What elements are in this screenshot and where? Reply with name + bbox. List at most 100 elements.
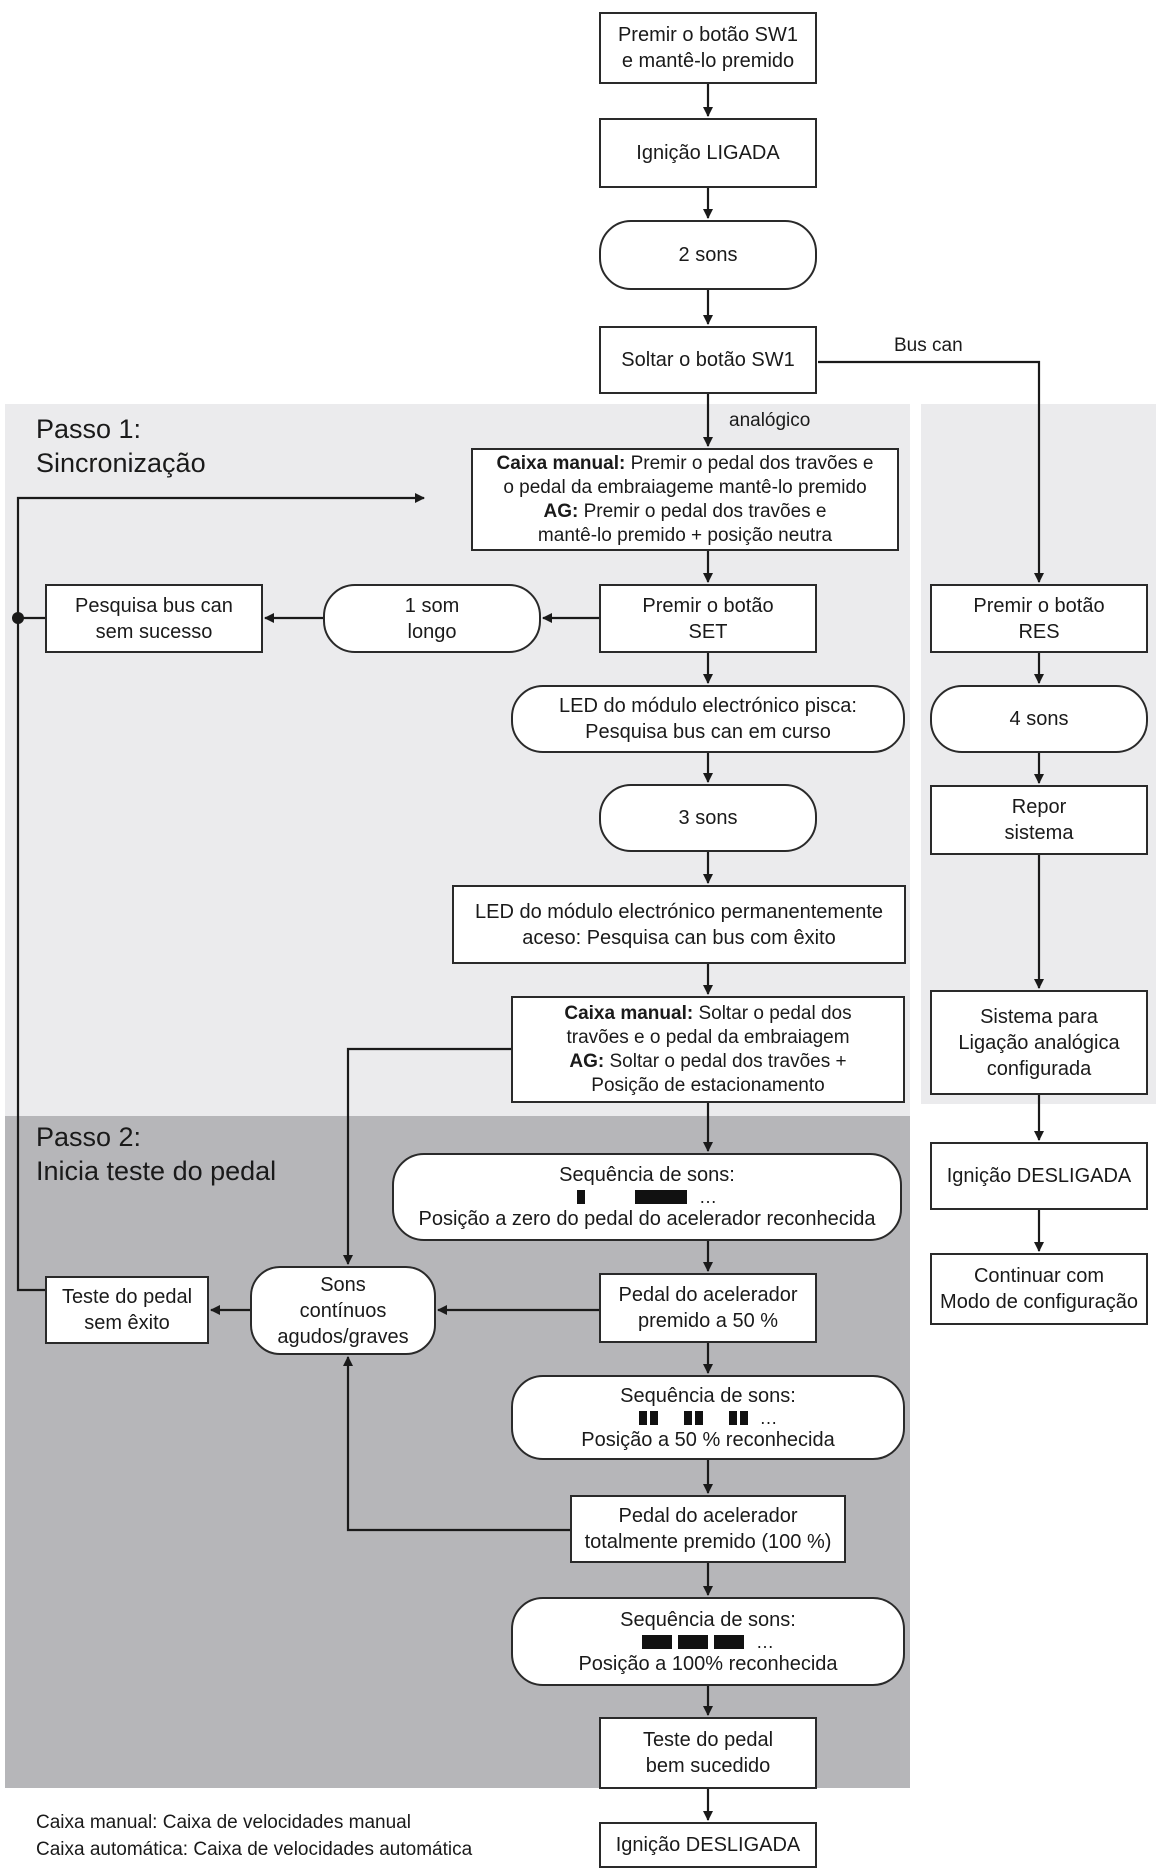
pattern-bar: [739, 1410, 748, 1425]
pedal-100-line2: totalmente premido (100 %): [584, 1531, 832, 1553]
pattern-bar: [728, 1410, 737, 1425]
pattern-bar: [683, 1410, 692, 1425]
release-pedals-rest1: Soltar o pedal dos: [693, 1002, 852, 1024]
press-res-box: Premir o botão RES: [930, 584, 1148, 653]
test-ok-line2: bem sucedido: [645, 1755, 771, 1777]
reset-system-box: Repor sistema: [930, 785, 1148, 855]
junction-dot: [12, 612, 24, 624]
arrow-bus-can: [818, 360, 1044, 583]
release-sw1-label: Soltar o botão SW1: [621, 349, 795, 371]
step2-label: Passo 2: Inicia teste do pedal: [36, 1120, 276, 1188]
one-long-sound-box: 1 som longo: [323, 584, 541, 653]
pattern-bar: [649, 1410, 658, 1425]
sound-pattern-zero: …: [577, 1188, 717, 1206]
press-pedals-bold3: AG:: [543, 500, 579, 522]
continuous-sounds-box: Sons contínuos agudos/graves: [250, 1266, 436, 1355]
continue-config-line1: Continuar com: [973, 1265, 1105, 1287]
continuous-line1: Sons: [320, 1273, 366, 1296]
continue-config-line2: Modo de configuração: [940, 1291, 1138, 1313]
press-set-box: Premir o botão SET: [599, 584, 817, 653]
press-sw1-line2: e mantê-lo premido: [621, 50, 795, 72]
four-sounds-box: 4 sons: [930, 685, 1148, 753]
release-pedals-line2: travões e o pedal da embraiagem: [566, 1026, 850, 1048]
search-fail-box: Pesquisa bus can sem sucesso: [45, 584, 263, 653]
seq-50-line3: Posição a 50 % reconhecida: [581, 1428, 835, 1451]
pattern-bar: [678, 1634, 708, 1649]
three-sounds-box: 3 sons: [599, 784, 817, 852]
seq-zero-line1: Sequência de sons:: [559, 1164, 735, 1186]
analog-config-box: Sistema para Ligação analógica configura…: [930, 990, 1148, 1095]
seq-50-box: Sequência de sons: … Posição a 50 % reco…: [511, 1375, 905, 1460]
release-pedals-line3: AG: Soltar o pedal dos travões +: [569, 1050, 846, 1074]
pedal-fail-line1: Teste do pedal: [61, 1286, 193, 1308]
reset-system-line1: Repor: [1011, 796, 1067, 818]
two-sounds-label: 2 sons: [678, 244, 738, 266]
pedal-fail-line2: sem êxito: [84, 1312, 170, 1334]
one-long-line1: 1 som: [404, 594, 460, 617]
press-pedals-line3: AG: Premir o pedal dos travões e: [543, 500, 826, 524]
continue-config-box: Continuar com Modo de configuração: [930, 1253, 1148, 1325]
press-pedals-line4: mantê-lo premido + posição neutra: [537, 524, 833, 546]
arrow-release-to-sounds: [343, 1047, 511, 1265]
release-sw1-box: Soltar o botão SW1: [599, 326, 817, 394]
search-fail-line2: sem sucesso: [95, 620, 213, 643]
step2-title-line1: Passo 2:: [36, 1122, 142, 1152]
pattern-ellipsis: …: [699, 1187, 717, 1207]
press-set-line2: SET: [688, 620, 728, 643]
ignition-on-label: Ignição LIGADA: [636, 142, 780, 164]
seq-100-box: Sequência de sons: … Posição a 100% reco…: [511, 1597, 905, 1686]
led-blink-box: LED do módulo electrónico pisca: Pesquis…: [511, 685, 905, 753]
pattern-ellipsis: …: [759, 1407, 778, 1428]
press-set-line1: Premir o botão: [642, 594, 774, 617]
led-on-line2: aceso: Pesquisa can bus com êxito: [522, 926, 836, 949]
pattern-bar: [638, 1410, 647, 1425]
ignition-off-bottom-label: Ignição DESLIGADA: [615, 1834, 801, 1856]
pattern-bar: [642, 1634, 672, 1649]
sound-pattern-100: …: [642, 1633, 774, 1651]
pattern-bar: [714, 1634, 744, 1649]
seq-50-line1: Sequência de sons:: [620, 1384, 796, 1407]
release-pedals-line1: Caixa manual: Soltar o pedal dos: [564, 1002, 851, 1026]
continuous-line2: contínuos: [299, 1299, 387, 1322]
continuous-line3: agudos/graves: [277, 1325, 409, 1348]
analog-label: analógico: [729, 410, 811, 431]
ignition-on-box: Ignição LIGADA: [599, 118, 817, 188]
press-res-line2: RES: [1018, 620, 1060, 643]
press-sw1-box: Premir o botão SW1 e mantê-lo premido: [599, 12, 817, 84]
press-pedals-rest3: Premir o pedal dos travões e: [578, 500, 827, 522]
press-pedals-box: Caixa manual: Premir o pedal dos travões…: [471, 448, 899, 551]
analog-config-line1: Sistema para: [980, 1005, 1098, 1028]
ignition-off-right-label: Ignição DESLIGADA: [946, 1165, 1132, 1187]
release-pedals-line4: Posição de estacionamento: [591, 1074, 825, 1096]
press-res-line1: Premir o botão: [973, 594, 1105, 617]
pattern-bar: [635, 1190, 687, 1204]
pedal-100-box: Pedal do acelerador totalmente premido (…: [570, 1495, 846, 1563]
led-on-box: LED do módulo electrónico permanentement…: [452, 885, 906, 964]
press-pedals-line2: o pedal da embraiageme mantê-lo premido: [503, 476, 867, 498]
pedal-50-box: Pedal do acelerador premido a 50 %: [599, 1273, 817, 1343]
ignition-off-bottom-box: Ignição DESLIGADA: [599, 1822, 817, 1868]
legend-line2: Caixa automática: Caixa de velocidades a…: [36, 1839, 473, 1860]
three-sounds-label: 3 sons: [678, 807, 738, 829]
press-pedals-bold1: Caixa manual:: [496, 452, 626, 474]
step1-label: Passo 1: Sincronização: [36, 412, 206, 480]
legend-line1: Caixa manual: Caixa de velocidades manua…: [36, 1812, 411, 1833]
test-ok-line1: Teste do pedal: [642, 1729, 774, 1751]
step1-title-line1: Passo 1:: [36, 414, 142, 444]
pedal-100-line1: Pedal do acelerador: [618, 1505, 798, 1527]
analog-config-line3: configurada: [986, 1057, 1092, 1080]
search-fail-line1: Pesquisa bus can: [75, 594, 233, 617]
arrow-100-to-sounds: [343, 1356, 570, 1532]
pattern-ellipsis: …: [756, 1631, 774, 1652]
led-blink-line1: LED do módulo electrónico pisca:: [559, 695, 857, 717]
seq-100-line1: Sequência de sons:: [620, 1608, 796, 1631]
led-blink-line2: Pesquisa bus can em curso: [585, 721, 831, 743]
seq-zero-line3: Posição a zero do pedal do acelerador re…: [418, 1208, 876, 1230]
pattern-bar: [694, 1410, 703, 1425]
led-on-line1: LED do módulo electrónico permanentement…: [474, 900, 884, 923]
release-pedals-bold1: Caixa manual:: [564, 1002, 694, 1024]
seq-zero-box: Sequência de sons: … Posição a zero do p…: [392, 1153, 902, 1241]
step1-title-line2: Sincronização: [36, 448, 206, 478]
release-pedals-rest3: Soltar o pedal dos travões +: [604, 1050, 847, 1072]
one-long-line2: longo: [407, 620, 457, 643]
